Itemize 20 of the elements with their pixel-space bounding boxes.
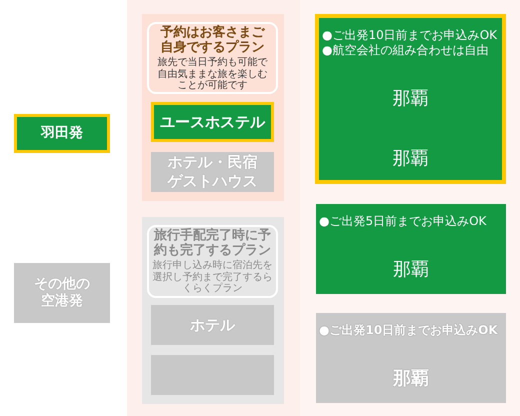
plan-description: 旅行申し込み時に宿泊先を選択し予約まで完了するらくらくプラン: [152, 260, 274, 294]
plan-panel: [142, 14, 284, 201]
flight-panel: [316, 204, 506, 294]
destination-text: 那覇: [392, 87, 430, 111]
condition-text: ●ご出発5日前までお申込みOK: [318, 214, 488, 229]
flight-panel: [316, 313, 506, 403]
plan-panel: [142, 217, 284, 404]
plan-description: 旅先で当日予約も可能で自由気ままな旅を楽しむことが可能です: [156, 57, 268, 92]
condition-text: ●航空会社の組み合わせは自由: [321, 43, 490, 58]
destination-text: 那覇: [392, 258, 430, 282]
plan-frame: [147, 22, 278, 94]
lodging-button: [151, 355, 274, 395]
flight-panel: [315, 14, 506, 184]
origin-button: 羽田発: [14, 114, 110, 153]
plan-heading: 旅行手配完了時に予約も完了するプラン: [152, 228, 272, 258]
lodging-button: ユースホステル: [151, 102, 274, 142]
plan-heading: 予約はお客さまご自身でするプラン: [160, 25, 266, 55]
condition-text: ●ご出発10日前までお申込みOK: [321, 28, 498, 43]
destination-text: 那覇: [392, 147, 430, 171]
plan-frame: [147, 225, 278, 298]
